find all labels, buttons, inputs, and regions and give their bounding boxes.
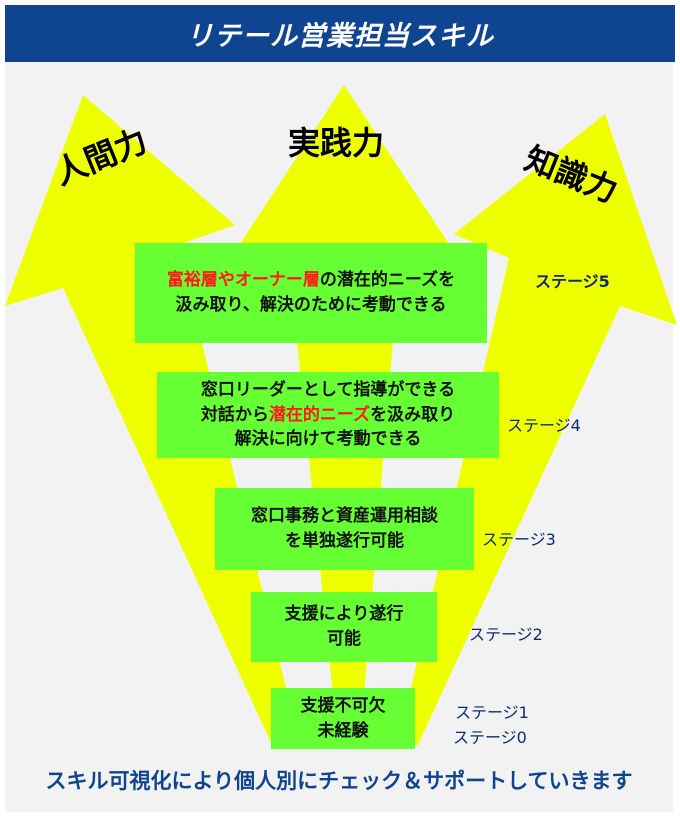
box-text: 対話から — [200, 404, 269, 425]
stage4-label: ステージ4 — [507, 416, 581, 435]
arrow-knowledge-skill — [398, 114, 677, 745]
box-text: を汲み取り — [370, 404, 456, 425]
box-text: 窓口事務と資産運用相談 — [251, 506, 438, 527]
box-text: 窓口リーダーとして指導ができる — [200, 380, 456, 401]
stage0-label: ステージ0 — [453, 728, 527, 747]
stage4-box: 窓口リーダーとして指導ができる 対話から潜在的ニーズを汲み取り 解決に向けて考動… — [157, 372, 499, 458]
box-text: 解決に向けて考動できる — [234, 429, 422, 450]
box-text: を単独遂行可能 — [285, 531, 404, 551]
stage2-label: ステージ2 — [469, 625, 543, 644]
box-text: 支援不可欠 — [300, 695, 386, 716]
page-title: リテール営業担当スキル — [5, 5, 675, 62]
stage1-box: 支援不可欠 未経験 — [271, 688, 415, 749]
box-text: 可能 — [327, 629, 361, 649]
box-text: 未経験 — [317, 720, 369, 741]
stage3-box: 窓口事務と資産運用相談 を単独遂行可能 — [215, 488, 474, 570]
stage1-label: ステージ1 — [455, 703, 529, 722]
stage3-label: ステージ3 — [482, 530, 556, 549]
highlight-text: 潜在的ニーズ — [268, 404, 371, 425]
stage5-box: 富裕層やオーナー層の潜在的ニーズを 汲み取り、解決のために考動できる — [135, 243, 487, 343]
stage2-box: 支援により遂行 可能 — [251, 592, 437, 662]
stage5-label: ステージ5 — [535, 272, 610, 291]
box-text: の潜在的ニーズを — [319, 270, 456, 291]
box-text: 支援により遂行 — [284, 604, 404, 625]
arrow-human-skill — [5, 95, 300, 745]
highlight-text: 富裕層やオーナー層 — [166, 270, 320, 291]
box-text: 汲み取り、解決のために考動できる — [175, 295, 447, 315]
footer-message: スキル可視化により個人別にチェック＆サポートしていきます — [45, 769, 633, 793]
arrow-label-practical: 実践力 — [288, 124, 385, 162]
